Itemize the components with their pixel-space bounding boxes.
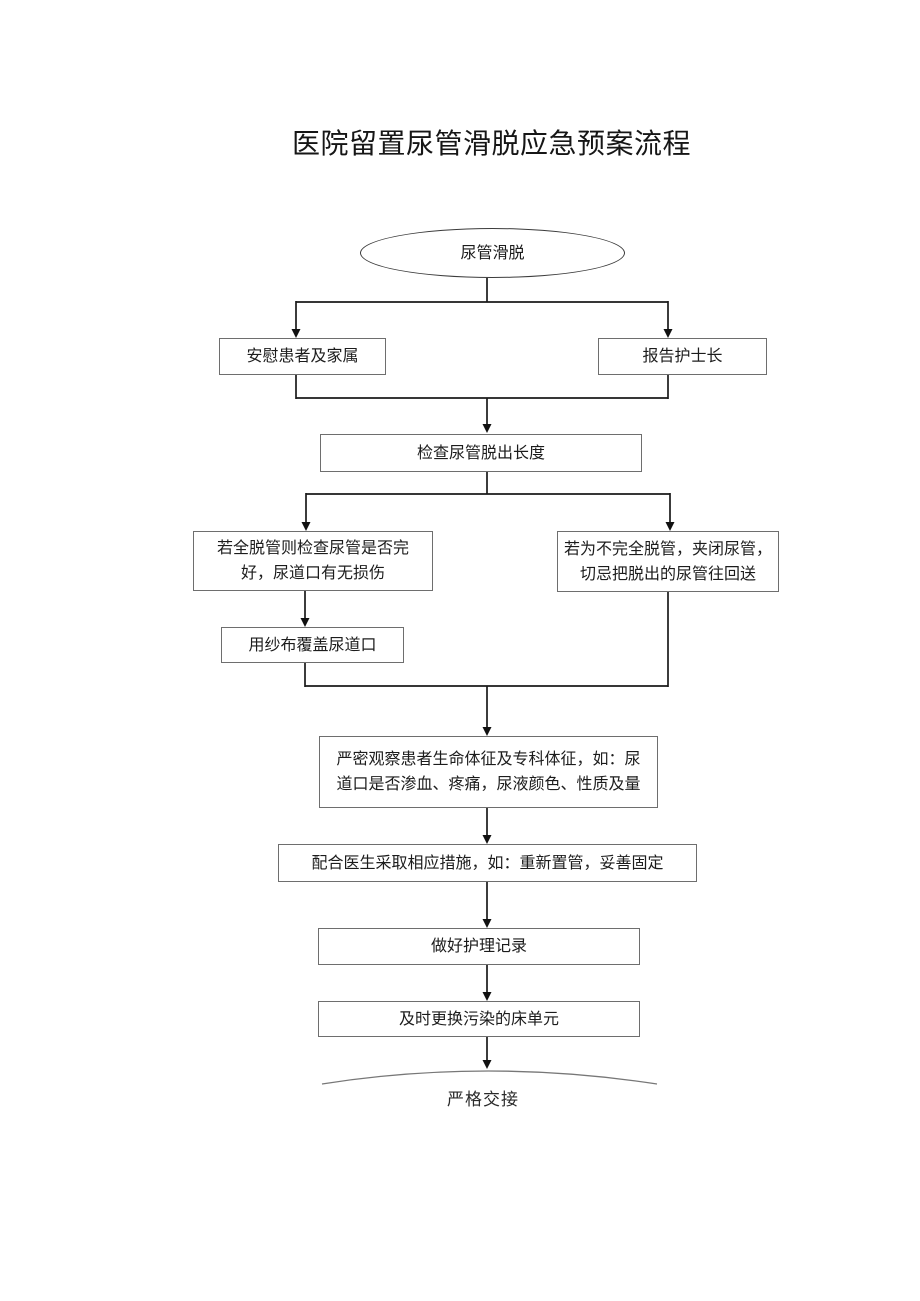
page-title: 医院留置尿管滑脱应急预案流程: [292, 129, 692, 160]
arrowhead-gauze: [300, 618, 310, 627]
terminal-label-strict-handover: 严格交接: [447, 1090, 519, 1109]
step-full-detachment-inspect: 若全脱管则检查尿管是否完 好，尿道口有无损伤: [193, 531, 433, 591]
arrowheads: [291, 329, 675, 1069]
step-partial-detachment-clamp: 若为不完全脱管，夹闭尿管， 切忌把脱出的尿管往回送: [557, 531, 779, 592]
step-nursing-record: 做好护理记录: [318, 928, 640, 965]
connector-lines: [295, 278, 671, 1061]
arrowhead-partial: [665, 522, 675, 531]
step-comfort-patient-family: 安慰患者及家属: [219, 338, 386, 375]
step-cooperate-with-doctor: 配合医生采取相应措施，如：重新置管，妥善固定: [278, 844, 697, 882]
arrowhead-full: [301, 522, 311, 531]
arrowhead-cooperate: [482, 835, 492, 844]
arrowhead-comfort: [291, 329, 301, 338]
arrowhead-record: [482, 919, 492, 928]
arrowhead-handover: [482, 1060, 492, 1069]
arrowhead-observe: [482, 727, 492, 736]
step-check-slippage-length: 检查尿管脱出长度: [320, 434, 642, 472]
step-cover-with-gauze: 用纱布覆盖尿道口: [221, 627, 404, 663]
arrowhead-bed: [482, 992, 492, 1001]
start-ellipse-catheter-slippage: 尿管滑脱: [360, 228, 625, 278]
arrowhead-check: [482, 424, 492, 433]
arrowhead-report: [663, 329, 673, 338]
step-change-bed-unit: 及时更换污染的床单元: [318, 1001, 640, 1037]
step-observe-vital-signs: 严密观察患者生命体征及专科体征，如：尿 道口是否渗血、疼痛，尿液颜色、性质及量: [319, 736, 658, 808]
step-report-head-nurse: 报告护士长: [598, 338, 767, 375]
terminal-arc: [321, 1070, 658, 1085]
